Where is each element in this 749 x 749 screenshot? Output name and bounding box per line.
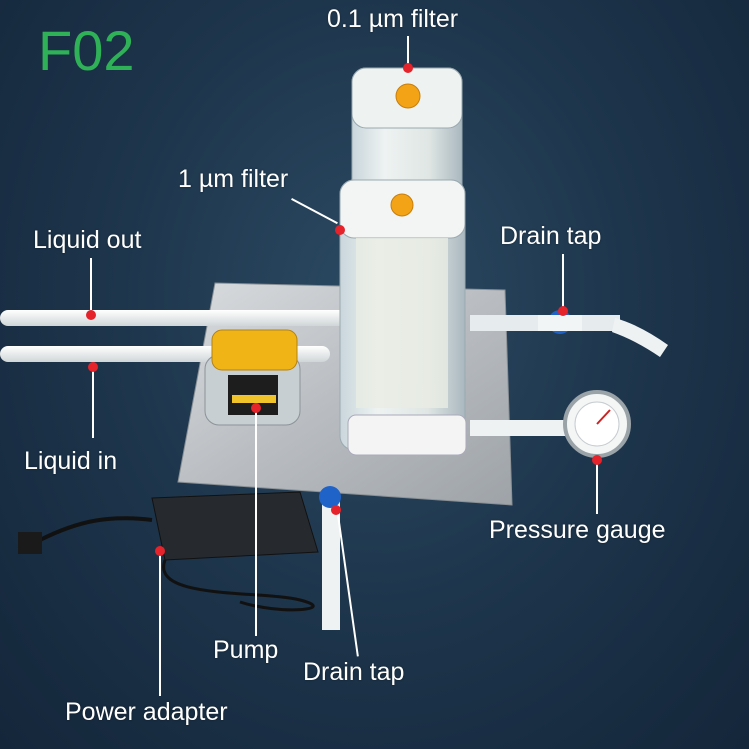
label-pump: Pump (213, 636, 279, 664)
power-adapter-body (18, 491, 319, 612)
label-0-1-um-filter: 0.1 µm filter (327, 5, 459, 33)
bottom-drain-valve (319, 486, 341, 508)
pointer-dot-0-1-um (403, 63, 413, 73)
pointer-dot-power-adapter (155, 546, 165, 556)
filter-housing-1 (339, 179, 467, 456)
label-power-adapter: Power adapter (65, 698, 228, 726)
model-code: F02 (38, 19, 135, 82)
leader-line-gauge (596, 462, 598, 514)
label-liquid-in: Liquid in (24, 447, 118, 475)
pointer-dot-gauge (592, 455, 602, 465)
bottom-drain-tube (322, 500, 340, 630)
pointer-dot-liquid-in (88, 362, 98, 372)
label-pressure-gauge: Pressure gauge (489, 516, 666, 544)
pointer-dot-liquid-out (86, 310, 96, 320)
pointer-dot-pump (251, 403, 261, 413)
label-1-um-filter: 1 µm filter (178, 165, 289, 193)
leader-line-liquid-out (90, 258, 92, 314)
label-drain-tap-bottom: Drain tap (303, 658, 405, 686)
leader-line-0-1-um (407, 36, 409, 68)
leader-line-liquid-in (92, 368, 94, 438)
pointer-dot-1-um (335, 225, 345, 235)
leader-line-pump (255, 410, 257, 636)
pointer-dot-drain-right (558, 306, 568, 316)
leader-line-power-adapter (159, 551, 161, 696)
liquid-out-tube (0, 310, 350, 326)
leader-line-drain-right (562, 254, 564, 314)
pointer-dot-drain-bottom (331, 505, 341, 515)
label-liquid-out: Liquid out (33, 226, 142, 254)
label-drain-tap-right: Drain tap (500, 222, 602, 250)
